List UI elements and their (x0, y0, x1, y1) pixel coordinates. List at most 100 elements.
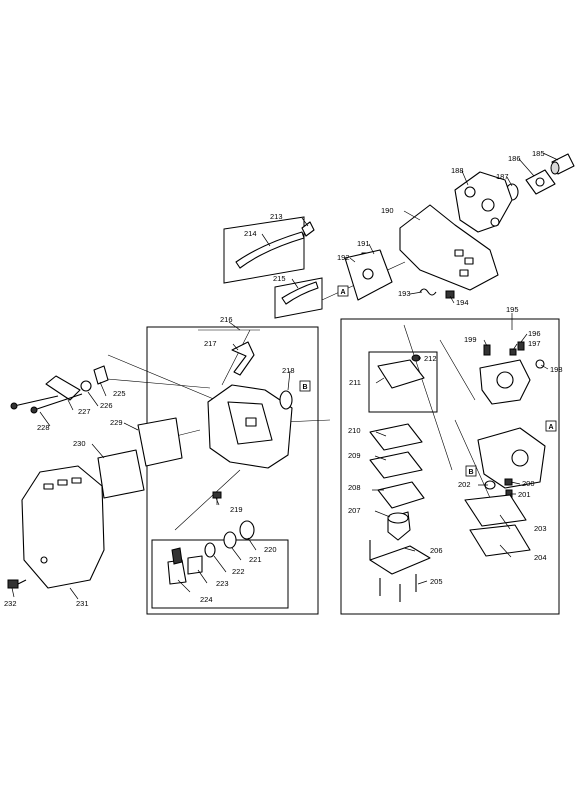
callout-185: 185 (532, 149, 545, 158)
reference-mark-a-carburetor: A (545, 420, 557, 432)
filter-224 (167, 547, 187, 585)
carburetor-body-upper (479, 359, 531, 405)
callout-195: 195 (506, 305, 519, 314)
leader-lines (11, 152, 559, 600)
lever-198 (535, 359, 545, 369)
screw-205 (379, 574, 417, 602)
spring-193 (419, 288, 437, 296)
diaphragm-kit-frame (368, 351, 438, 413)
callout-208: 208 (348, 483, 361, 492)
intake-pipe-185 (550, 153, 575, 175)
bolt-225 (93, 365, 109, 385)
callout-197: 197 (528, 339, 541, 348)
air-filter-group-frame (146, 326, 319, 615)
callout-206: 206 (430, 546, 443, 555)
callout-196: 196 (528, 329, 541, 338)
svg-text:B: B (303, 384, 308, 391)
diaphragm-203 (464, 494, 527, 527)
fuel-hose-group-frame (223, 216, 305, 284)
clamp-213 (301, 221, 315, 237)
fuel-hose-214 (235, 231, 305, 269)
bolt-228 (10, 393, 83, 414)
callout-207: 207 (348, 506, 361, 515)
gasket-192 (344, 249, 393, 301)
callout-219: 219 (230, 505, 243, 514)
callout-187: 187 (496, 172, 509, 181)
callout-211: 211 (349, 378, 361, 387)
callout-205: 205 (430, 577, 443, 586)
callout-217: 217 (204, 339, 217, 348)
callout-188: 188 (451, 166, 464, 175)
callout-213: 213 (270, 212, 283, 221)
carburetor-group-frame (340, 318, 560, 615)
callout-226: 226 (100, 401, 113, 410)
callout-203: 203 (534, 524, 547, 533)
callout-228: 228 (37, 423, 50, 432)
filter-element-229 (137, 417, 183, 467)
callout-224: 224 (200, 595, 213, 604)
air-cleaner-cover-231 (21, 465, 105, 589)
o-ring-218 (279, 390, 293, 410)
body-208 (377, 481, 425, 509)
return-hose-group-frame (274, 277, 323, 319)
diaphragm-211 (377, 359, 425, 389)
callout-227: 227 (78, 407, 91, 416)
callout-200: 200 (522, 479, 535, 488)
callout-191: 191 (357, 239, 370, 248)
callout-231: 231 (76, 599, 89, 608)
nut-222 (204, 542, 216, 558)
callout-215: 215 (273, 274, 286, 283)
filter-element-223 (187, 555, 203, 575)
screw-232 (7, 579, 27, 589)
callout-198: 198 (550, 365, 563, 374)
diaphragm-209 (369, 451, 423, 479)
gasket-210 (369, 423, 423, 451)
svg-text:B: B (469, 469, 474, 476)
callout-232: 232 (4, 599, 17, 608)
callout-222: 222 (232, 567, 245, 576)
filter-element-230 (97, 449, 145, 499)
callout-190: 190 (381, 206, 394, 215)
callout-221: 221 (249, 555, 262, 564)
insulator-188 (454, 171, 513, 233)
valve-207 (387, 511, 411, 541)
reference-mark-a-top: A (337, 285, 349, 297)
return-hose-215 (281, 281, 319, 305)
reference-mark-b-air-filter: B (299, 380, 311, 392)
callout-204: 204 (534, 553, 547, 562)
gasket-186 (525, 169, 556, 195)
callout-218: 218 (282, 366, 295, 375)
callout-220: 220 (264, 545, 277, 554)
gasket-204 (469, 524, 531, 557)
svg-text:A: A (549, 424, 554, 431)
callout-214: 214 (244, 229, 257, 238)
guide-lines (95, 261, 501, 531)
air-cleaner-case-216 (207, 384, 293, 469)
callout-192: 192 (337, 253, 350, 262)
carburetor-body-lower (477, 427, 546, 489)
reference-mark-b-carburetor: B (465, 465, 477, 477)
callout-186: 186 (508, 154, 521, 163)
screw-200 (504, 478, 513, 486)
callout-201: 201 (518, 490, 531, 499)
callout-193: 193 (398, 289, 411, 298)
choke-lever-217 (231, 341, 255, 376)
callout-225: 225 (113, 389, 126, 398)
callout-216: 216 (220, 315, 233, 324)
o-ring-220 (239, 520, 255, 540)
insulator-cover-190 (399, 204, 499, 291)
callout-194: 194 (456, 298, 469, 307)
callout-223: 223 (216, 579, 229, 588)
callout-229: 229 (110, 418, 123, 427)
callout-212: 212 (424, 354, 437, 363)
svg-text:A: A (341, 289, 346, 296)
bracket-227 (45, 375, 81, 401)
callout-230: 230 (73, 439, 86, 448)
callout-210: 210 (348, 426, 361, 435)
screw-197 (509, 348, 517, 356)
callout-199: 199 (464, 335, 477, 344)
pump-cover-206 (369, 540, 431, 575)
callout-209: 209 (348, 451, 361, 460)
screw-194 (445, 290, 455, 299)
